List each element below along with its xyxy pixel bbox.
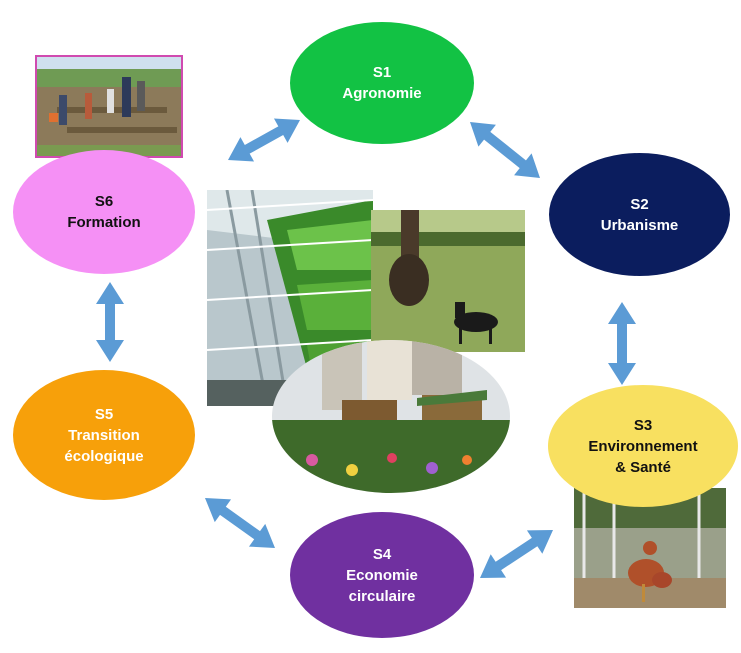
arrow-s3-s4 bbox=[480, 530, 553, 579]
node-s5-label-line2: écologique bbox=[64, 447, 144, 465]
node-s1-code: S1 bbox=[372, 64, 392, 81]
arrow-s1-s2 bbox=[470, 122, 540, 179]
node-s5-label-line1: Transition bbox=[68, 426, 140, 444]
goat-photo bbox=[371, 210, 525, 352]
node-s3-label-line2: & Santé bbox=[615, 458, 671, 476]
arrow-s4-s5 bbox=[204, 498, 275, 548]
node-s6-formation: S6 Formation bbox=[13, 150, 195, 274]
node-s5-transition-ecologique: S5 Transition écologique bbox=[13, 370, 195, 500]
node-s4-label-line1: Economie bbox=[346, 566, 418, 584]
node-s3-label-line1: Environnement bbox=[588, 437, 698, 455]
node-s3-environnement-sante: S3 Environnement & Santé bbox=[548, 385, 738, 507]
node-s4-label-line2: circulaire bbox=[348, 587, 416, 605]
node-s2-urbanisme: S2 Urbanisme bbox=[549, 153, 730, 276]
node-s4-code: S4 bbox=[372, 545, 392, 563]
node-s1-label: Agronomie bbox=[342, 85, 422, 102]
node-s1-agronomie: S1 Agronomie bbox=[290, 22, 474, 144]
arrow-s2-s3 bbox=[608, 302, 636, 385]
node-s2-label: Urbanisme bbox=[600, 216, 679, 234]
node-s6-code: S6 bbox=[94, 193, 114, 210]
urban-garden-photo bbox=[272, 340, 510, 493]
node-s2-code: S2 bbox=[630, 195, 649, 213]
node-s5-code: S5 bbox=[94, 405, 114, 423]
arrow-s5-s6 bbox=[96, 282, 124, 362]
node-s4-economie-circulaire: S4 Economie circulaire bbox=[290, 512, 474, 638]
node-s3-code: S3 bbox=[633, 416, 653, 434]
arrow-s6-s1 bbox=[228, 118, 301, 162]
node-s6-label: Formation bbox=[67, 214, 141, 231]
